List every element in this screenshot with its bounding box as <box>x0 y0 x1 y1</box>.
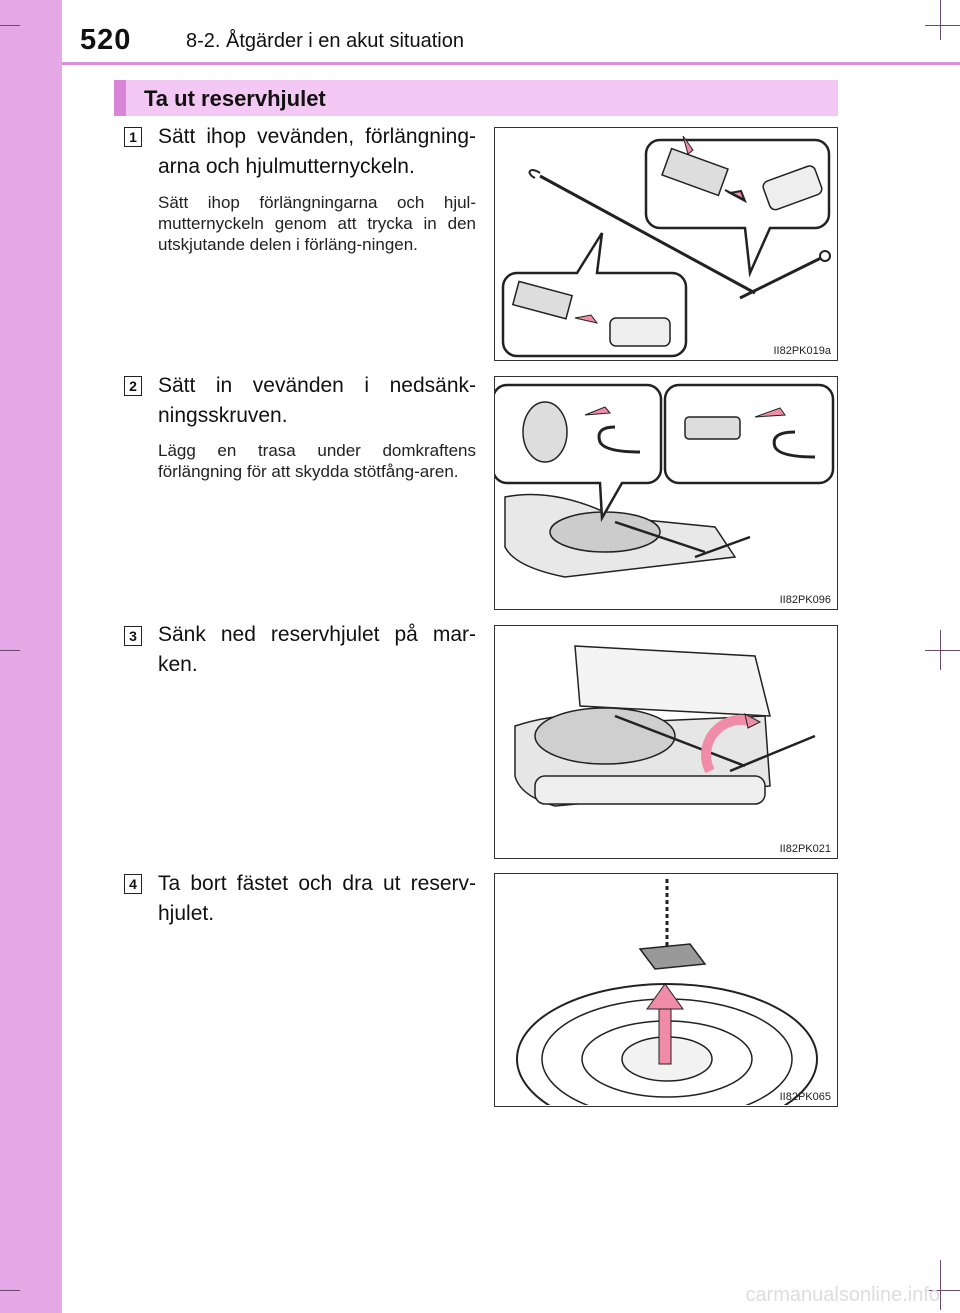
step-heading: Ta bort fästet och dra ut reserv-hjulet. <box>158 872 476 925</box>
step-heading: Sänk ned reservhjulet på mar-ken. <box>158 623 476 676</box>
figure-code: II82PK019a <box>773 345 832 357</box>
figure-lower-spare: II82PK021 <box>494 625 838 859</box>
footer-watermark: carmanualsonline.info <box>745 1284 940 1306</box>
section-title: Ta ut reservhjulet <box>144 86 326 111</box>
header-rule <box>62 62 960 65</box>
crop-mark <box>0 650 20 651</box>
section-header: Ta ut reservhjulet <box>114 80 838 116</box>
step-heading: Sätt in vevänden i nedsänk-ningsskruven. <box>158 374 476 427</box>
step-description: Sätt ihop förlängningarna och hjul-mutte… <box>158 193 476 254</box>
figure-assemble-tools: II82PK019a <box>494 127 838 361</box>
crop-mark <box>940 0 941 40</box>
crop-mark <box>940 1260 941 1310</box>
crop-mark <box>0 25 20 26</box>
figure-insert-handle: II82PK096 <box>494 376 838 610</box>
figure-code: II82PK096 <box>779 594 831 606</box>
crop-mark <box>925 650 960 651</box>
chapter-sidebar <box>0 0 62 1313</box>
crop-mark <box>0 1290 20 1291</box>
step-number-badge: 4 <box>124 874 142 894</box>
chapter-title: 8-2. Åtgärder i en akut situation <box>186 30 464 52</box>
step-description: Lägg en trasa under domkraftens förlängn… <box>158 441 476 481</box>
figure-remove-bracket: II82PK065 <box>494 873 838 1107</box>
figure-code: II82PK021 <box>779 843 831 855</box>
step-number-badge: 1 <box>124 127 142 147</box>
crop-mark <box>925 25 960 26</box>
page-number: 520 <box>80 24 132 56</box>
step-number-badge: 3 <box>124 626 142 646</box>
step-heading: Sätt ihop vevänden, förlängning-arna och… <box>158 125 476 178</box>
figure-code: II82PK065 <box>779 1091 831 1103</box>
crop-mark <box>925 1290 960 1291</box>
step-number-badge: 2 <box>124 376 142 396</box>
